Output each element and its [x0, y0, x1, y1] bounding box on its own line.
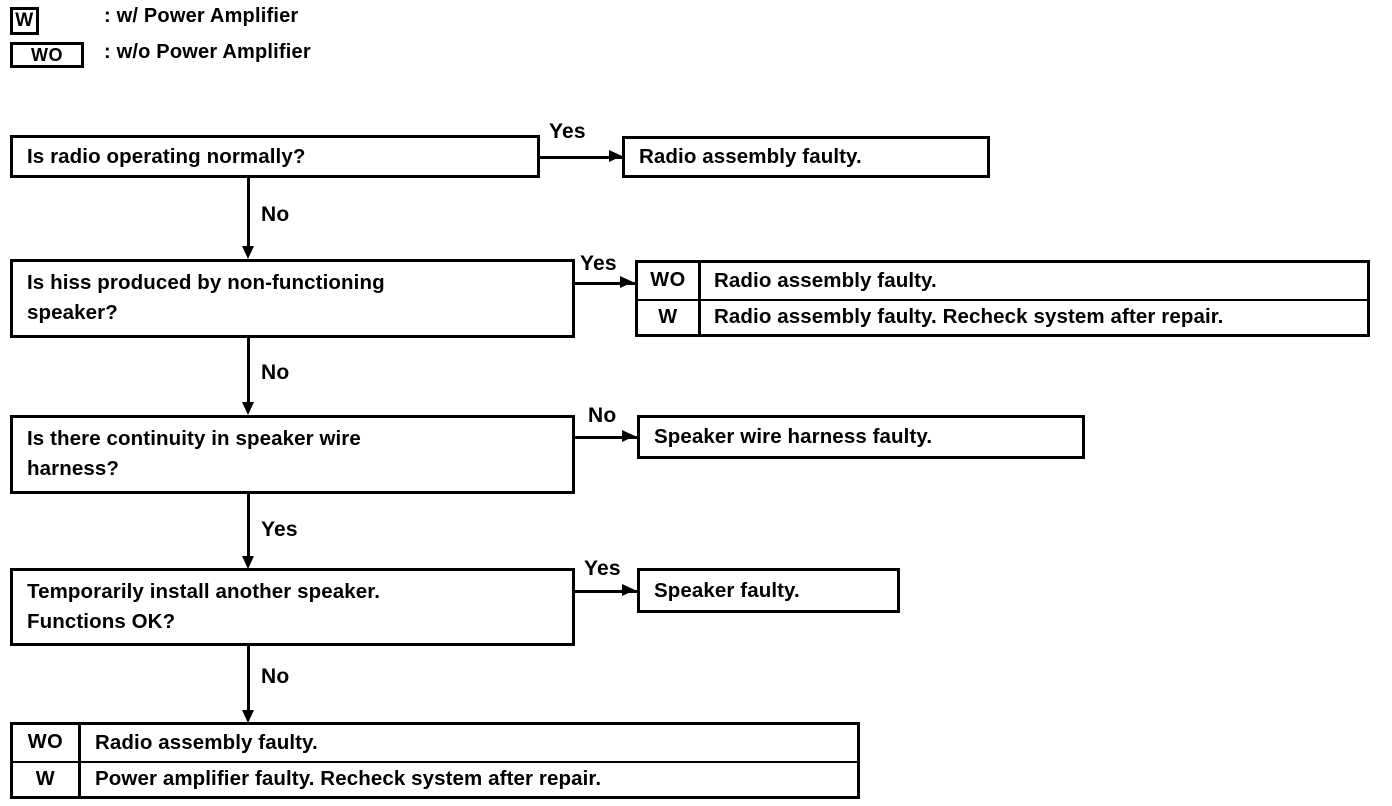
result-table-2-row-w: W Power amplifier faulty. Recheck system…: [13, 760, 857, 796]
connector-q1-no-arrow: [242, 246, 254, 259]
result-table-1-row-wo: WO Radio assembly faulty.: [638, 263, 1367, 299]
result-table-2-row-w-label: W: [13, 762, 81, 796]
result-table-1-row-w-label: W: [638, 300, 701, 334]
connector-q3-yes-arrow: [242, 556, 254, 569]
edge-label-q4-yes: Yes: [584, 557, 621, 580]
result-table-1-row-wo-label: WO: [638, 263, 701, 299]
connector-q4-no-arrow: [242, 710, 254, 723]
result-table-2-row-wo-text: Radio assembly faulty.: [95, 730, 318, 754]
result-box-1-text: Radio assembly faulty.: [639, 145, 862, 168]
connector-q2-yes-arrow: [620, 276, 633, 288]
connector-q3-yes-line: [247, 494, 250, 556]
result-table-1-row-wo-text: Radio assembly faulty.: [714, 268, 937, 292]
edge-label-q4-no: No: [261, 665, 290, 688]
result-table-2: WO Radio assembly faulty. W Power amplif…: [10, 722, 860, 799]
question-box-2-text: Is hiss produced by non-functioning spea…: [27, 271, 385, 324]
edge-label-q1-no: No: [261, 203, 290, 226]
question-box-2: Is hiss produced by non-functioning spea…: [10, 259, 575, 338]
edge-label-q3-yes: Yes: [261, 518, 298, 541]
legend-text-wo: : w/o Power Amplifier: [104, 41, 311, 63]
edge-label-q2-yes: Yes: [580, 252, 617, 275]
question-box-3-text: Is there continuity in speaker wire harn…: [27, 427, 361, 480]
question-box-1-text: Is radio operating normally?: [27, 144, 306, 168]
question-box-1: Is radio operating normally?: [10, 135, 540, 178]
result-table-1: WO Radio assembly faulty. W Radio assemb…: [635, 260, 1370, 337]
result-box-speaker-faulty: Speaker faulty.: [637, 568, 900, 613]
result-table-1-row-w-text: Radio assembly faulty. Recheck system af…: [714, 305, 1224, 329]
result-table-1-row-w: W Radio assembly faulty. Recheck system …: [638, 298, 1367, 334]
result-box-2-text: Speaker wire harness faulty.: [654, 425, 933, 448]
connector-q2-yes-line: [575, 282, 639, 285]
legend-tag-wo: WO: [10, 42, 84, 68]
connector-q1-no-line: [247, 178, 250, 246]
connector-q1-yes-line: [540, 156, 628, 159]
result-box-speaker-wire-harness-faulty: Speaker wire harness faulty.: [637, 415, 1085, 459]
result-table-2-row-w-text: Power amplifier faulty. Recheck system a…: [95, 767, 602, 791]
connector-q1-yes-arrow: [609, 150, 622, 162]
connector-q2-no-line: [247, 338, 250, 402]
connector-q4-no-line: [247, 646, 250, 710]
result-table-2-row-wo: WO Radio assembly faulty.: [13, 725, 857, 761]
connector-q3-no-arrow: [622, 430, 635, 442]
connector-q4-yes-line: [575, 590, 641, 593]
legend-tag-w: W: [10, 7, 39, 35]
connector-q2-no-arrow: [242, 402, 254, 415]
legend: W : w/ Power Amplifier WO : w/o Power Am…: [0, 0, 460, 80]
edge-label-q3-no: No: [588, 404, 617, 427]
edge-label-q1-yes: Yes: [549, 120, 586, 143]
result-box-3-text: Speaker faulty.: [654, 578, 800, 602]
question-box-4: Temporarily install another speaker. Fun…: [10, 568, 575, 646]
edge-label-q2-no: No: [261, 361, 290, 384]
question-box-3: Is there continuity in speaker wire harn…: [10, 415, 575, 494]
connector-q4-yes-arrow: [622, 584, 635, 596]
connector-q3-no-line: [575, 436, 641, 439]
result-table-2-row-wo-label: WO: [13, 725, 81, 761]
question-box-4-text: Temporarily install another speaker. Fun…: [27, 580, 380, 633]
result-box-radio-assembly-faulty-1: Radio assembly faulty.: [622, 136, 990, 178]
legend-text-w: : w/ Power Amplifier: [104, 5, 299, 27]
